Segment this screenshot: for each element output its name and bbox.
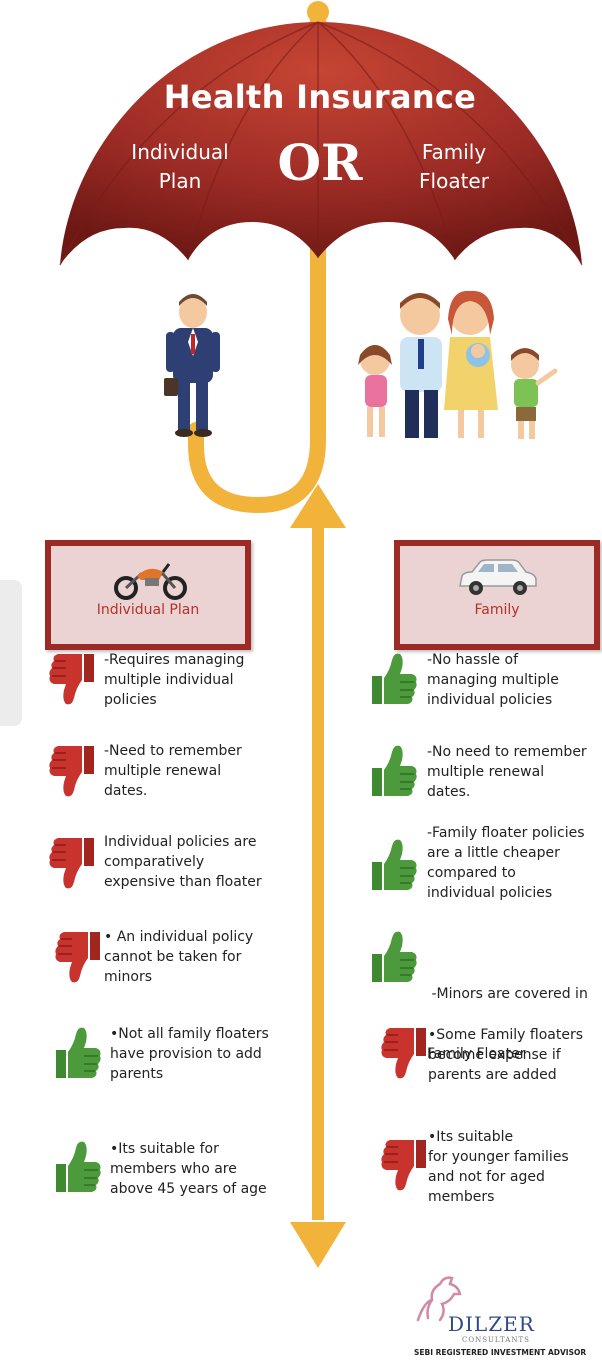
left-point-4: • An individual policy cannot be taken f… — [104, 929, 254, 985]
thumbs-up-icon — [366, 742, 418, 800]
thumbs-down-icon — [48, 742, 100, 800]
left-point-3: Individual policies are comparatively ex… — [104, 834, 262, 890]
footer-tagline: SEBI REGISTERED INVESTMENT ADVISOR — [414, 1348, 587, 1357]
thumbs-down-icon — [380, 1024, 432, 1082]
businessman-illustration — [164, 294, 220, 437]
thumbs-down-icon — [54, 928, 106, 986]
footer-sub: CONSULTANTS — [462, 1336, 530, 1344]
family-box: Family — [394, 540, 600, 650]
footer-brand: DILZER — [448, 1312, 535, 1336]
right-point-1: -No hassle of managing multiple individu… — [427, 652, 559, 708]
side-scroll-tab[interactable] — [0, 580, 22, 726]
car-icon — [459, 559, 537, 595]
thumbs-up-icon — [50, 1138, 102, 1196]
horse-logo-icon — [416, 1276, 462, 1322]
thumbs-up-icon — [50, 1024, 102, 1082]
right-option-label: Family Floater — [419, 140, 489, 193]
family-illustration — [358, 290, 558, 439]
right-point-6: •Its suitable for younger families and n… — [428, 1129, 569, 1205]
thumbs-up-icon — [366, 650, 418, 708]
umbrella-canopy — [60, 22, 582, 265]
left-point-1: -Requires managing multiple individual p… — [104, 652, 245, 708]
left-option-label: Individual Plan — [131, 140, 229, 193]
thumbs-down-icon — [380, 1136, 432, 1194]
page-title: Health Insurance — [163, 78, 477, 116]
thumbs-up-icon — [366, 928, 418, 986]
left-point-2: -Need to remember multiple renewal dates… — [104, 743, 242, 799]
family-label: Family — [474, 602, 520, 618]
right-point-3: -Family floater policies are a little ch… — [427, 825, 585, 901]
right-point-5: •Some Family floaters become expense if … — [428, 1027, 584, 1083]
left-point-5: •Not all family floaters have provision … — [110, 1026, 269, 1082]
umbrella-handle — [188, 12, 326, 514]
motorcycle-icon — [114, 563, 187, 600]
arrow-head-up — [290, 484, 346, 528]
individual-plan-box: Individual Plan — [45, 540, 251, 650]
or-label: OR — [277, 133, 363, 192]
left-point-6: •Its suitable for members who are above … — [110, 1141, 267, 1197]
thumbs-up-icon — [366, 836, 418, 894]
individual-plan-label: Individual Plan — [96, 602, 200, 618]
arrow-head-down — [290, 1222, 346, 1268]
thumbs-down-icon — [48, 834, 100, 892]
thumbs-down-icon — [48, 650, 100, 708]
right-point-2: -No need to remember multiple renewal da… — [427, 744, 587, 800]
right-point-4: -Minors are covered in Family Floater — [427, 986, 588, 1062]
